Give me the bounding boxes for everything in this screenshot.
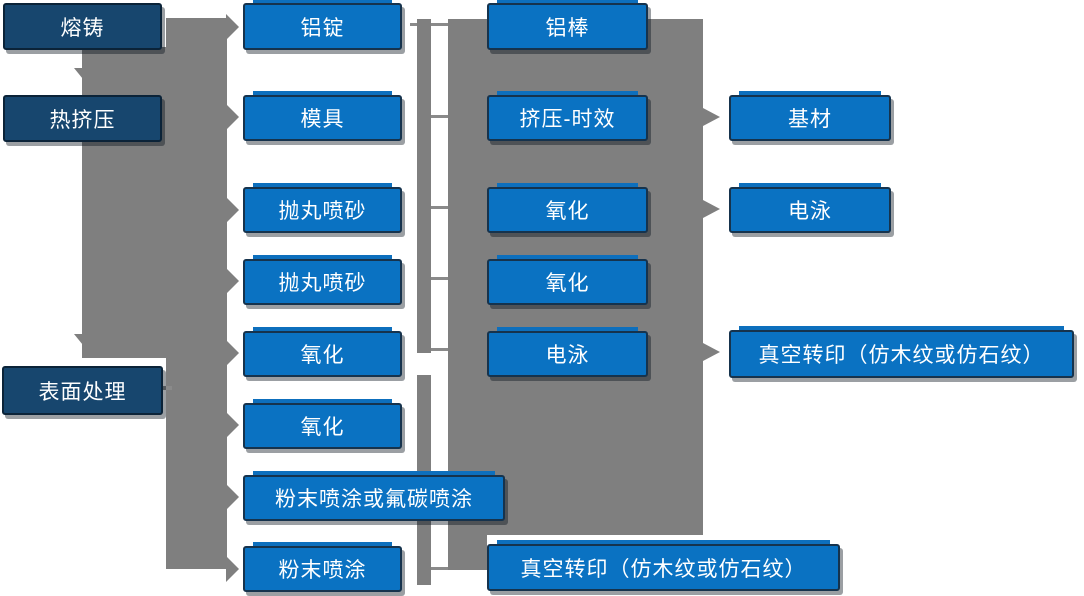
connector-surface-treatment-stub <box>162 386 172 390</box>
node-powder-or-fluorocarbon-coating: 粉末喷涂或氟碳喷涂 <box>243 471 505 521</box>
node-powder-coating: 粉末喷涂 <box>243 542 402 592</box>
arrow-right-icon <box>226 268 239 294</box>
connector-middle-bus-upper <box>417 19 431 353</box>
arrow-right-icon <box>226 104 239 130</box>
connector-row-line <box>431 115 448 118</box>
arrow-right-icon <box>226 197 239 223</box>
connector-row-line <box>431 206 448 209</box>
node-melting-casting: 熔铸 <box>3 3 162 50</box>
arrow-down-icon <box>74 334 100 350</box>
node-oxidation-1: 氧化 <box>243 327 402 377</box>
node-vacuum-transfer-print-1: 真空转印（仿木纹或仿石纹） <box>487 540 840 591</box>
node-oxidation-3: 氧化 <box>487 183 648 233</box>
connector-left-wide-band <box>82 47 172 358</box>
node-vacuum-transfer-print-2: 真空转印（仿木纹或仿石纹） <box>729 326 1074 378</box>
node-electrophoresis-1: 电泳 <box>487 327 648 377</box>
connector-row-line <box>431 23 448 26</box>
arrow-right-icon <box>226 340 239 366</box>
node-extrusion-aging: 挤压-时效 <box>487 91 648 141</box>
connector-center-block-bottom-stub <box>448 530 487 570</box>
arrow-right-icon <box>703 200 720 218</box>
connector-row-line <box>431 277 448 280</box>
connector-tick-aluminum-ingot <box>410 23 417 26</box>
connector-left-right-band <box>166 18 227 569</box>
arrow-right-icon <box>226 14 239 40</box>
arrow-right-icon <box>703 108 720 126</box>
connector-row-line <box>431 348 448 351</box>
node-substrate: 基材 <box>729 91 891 141</box>
node-oxidation-4: 氧化 <box>487 255 648 305</box>
node-shot-blasting-1: 抛丸喷砂 <box>243 183 402 233</box>
node-aluminum-rod: 铝棒 <box>487 0 648 50</box>
connector-row-line <box>431 567 448 570</box>
node-surface-treatment: 表面处理 <box>2 366 163 415</box>
arrow-down-icon <box>74 68 100 84</box>
node-aluminum-ingot: 铝锭 <box>243 0 402 50</box>
arrow-right-icon <box>226 556 239 582</box>
arrow-right-icon <box>703 343 720 361</box>
arrow-right-icon <box>226 484 239 510</box>
node-oxidation-2: 氧化 <box>243 399 402 449</box>
arrow-right-icon <box>226 412 239 438</box>
node-electrophoresis-2: 电泳 <box>729 183 891 233</box>
node-hot-extrusion: 热挤压 <box>3 95 162 142</box>
node-shot-blasting-2: 抛丸喷砂 <box>243 255 402 305</box>
node-mold: 模具 <box>243 91 402 141</box>
